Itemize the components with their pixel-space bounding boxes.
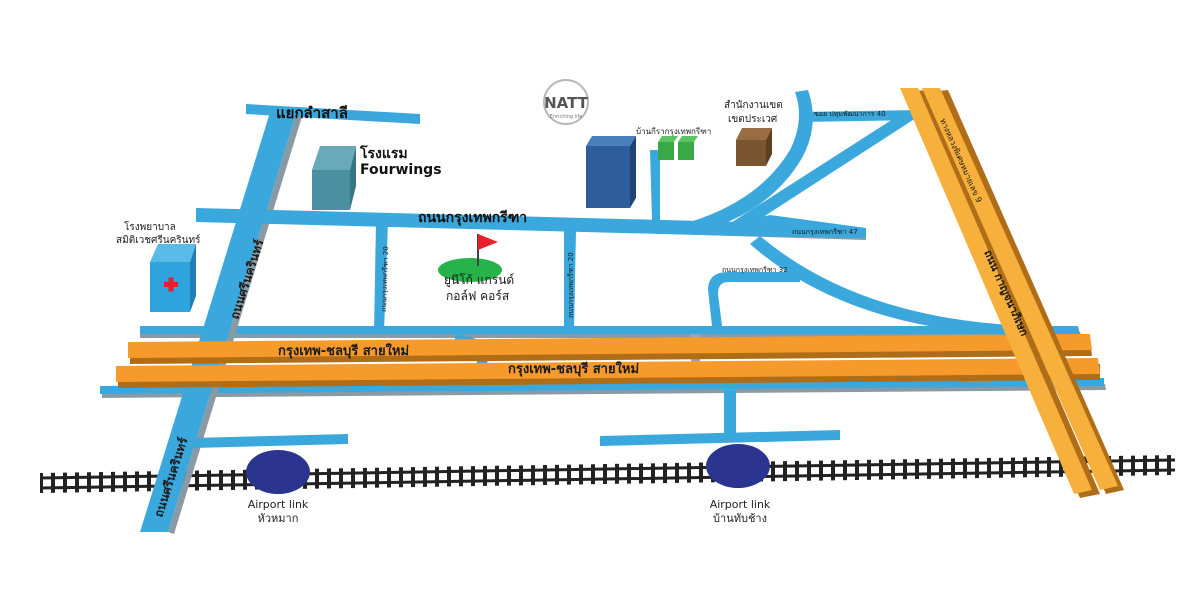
ban-thap-chang-station-label-line2: บ้านทับช้าง: [713, 512, 767, 525]
lam-sali-road: [246, 104, 420, 124]
connector-road-east: [726, 112, 916, 232]
airport-rail-link-track: [39, 455, 1176, 493]
soi-40-road: [800, 110, 920, 122]
golf-course-label-line2: กอล์ฟ คอร์ส: [446, 289, 510, 303]
natt-tagline: Enriching life: [550, 114, 583, 120]
kreetha-soi-47-label: ถนนกรุงเทพกรีฑา 47: [792, 228, 858, 236]
natt-logo-text: NATT: [544, 94, 589, 112]
prawet-district-office-building: [736, 128, 772, 166]
kreetha-soi-32-road: [708, 272, 800, 326]
motorway-lane-north: [128, 334, 1092, 358]
samitivej-hospital-building: [150, 244, 196, 312]
yaek-lam-sali-label: แยกลำสาลี: [276, 104, 348, 122]
ban-thap-chang-station-icon: [706, 444, 770, 488]
hua-mak-station-icon: [246, 450, 310, 494]
unico-grand-golf-course: [438, 234, 502, 282]
ban-thap-chang-station-label-line1: Airport link: [710, 498, 771, 511]
baan-kreetha-label: บ้านกีรากรุงเทพกรีฑา: [636, 127, 711, 136]
soi-40-curve-road: [690, 90, 813, 232]
golf-flag-icon: [478, 234, 498, 250]
motorway-label-north: กรุงเทพ-ชลบุรี สายใหม่: [278, 342, 409, 359]
kreetha-soi-20-east-label: ถนนกรุงเทพกรีฑา 20: [567, 252, 575, 318]
krungthep-kreetha-road-label: ถนนกรุงเทพกรีฑา: [418, 210, 527, 226]
natt-logo: NATT Enriching life: [543, 79, 589, 125]
south-connector: [724, 390, 736, 436]
outer-ring-road-west: [900, 88, 1092, 494]
hospital-label-line1: โรงพยาบาล: [124, 220, 176, 233]
golf-course-label-line1: ยูนีโก้ แกรนด์: [444, 273, 514, 288]
kanchanaphisek-expressway: [900, 88, 1124, 498]
bangkok-chonburi-motorway: [116, 334, 1100, 388]
hua-mak-station-label-line2: หัวหมาก: [258, 512, 299, 525]
baan-kreetha-buildings: [658, 136, 698, 160]
baan-kreetha-road: [650, 150, 660, 220]
hua-mak-station-label-line1: Airport link: [248, 498, 309, 511]
golf-green: [438, 258, 502, 282]
kreetha-soi-20-east: [564, 230, 576, 330]
kreetha-soi-20-west-label: ถนนกรุงเทพกรีฑา 20: [380, 246, 390, 312]
natt-building: [586, 136, 636, 208]
fourwings-hotel-building: [312, 146, 356, 210]
kreetha-soi-32-label: ถนนกรุงเทพกรีฑา 32: [722, 266, 788, 274]
hotel-label-line1: โรงแรม: [359, 144, 408, 162]
motorway-label-south: กรุงเทพ-ชลบุรี สายใหม่: [508, 360, 639, 377]
district-office-label-line1: สำนักงานเขต: [724, 100, 783, 111]
soi-40-label: ซอย ปทุมพัฒนาการ 40: [814, 110, 886, 118]
district-office-label-line2: เขตประเวศ: [728, 114, 778, 125]
outer-ring-road-east: [922, 88, 1118, 490]
south-road-east: [600, 430, 840, 446]
motorway-lane-south: [116, 358, 1100, 382]
hospital-label-line2: สมิติเวชศรีนครินทร์: [116, 234, 201, 246]
south-road-west: [192, 434, 348, 448]
kreetha-soi-20-west: [374, 222, 388, 332]
road-network: [100, 90, 1106, 534]
hotel-label-line2: Fourwings: [360, 162, 442, 178]
